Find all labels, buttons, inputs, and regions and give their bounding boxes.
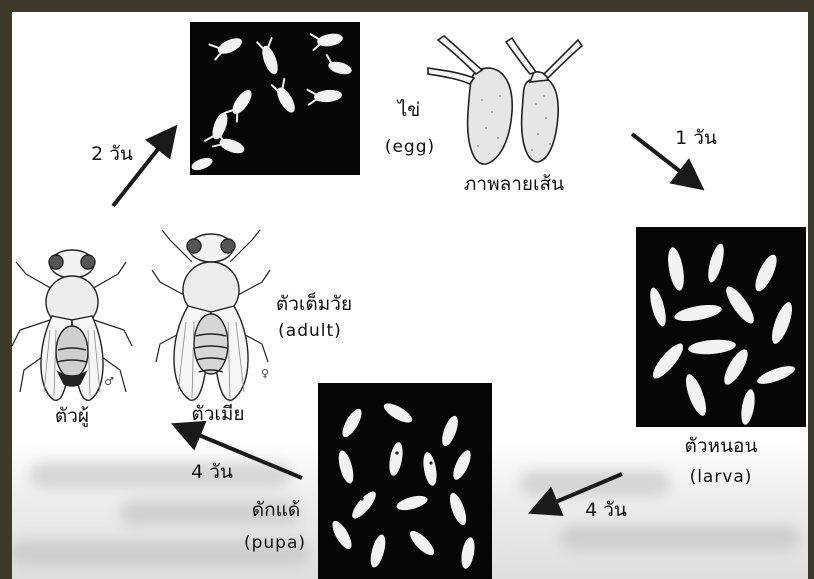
pupa-specimens — [318, 383, 492, 579]
male-symbol-icon: ♂ — [102, 376, 116, 389]
female-label: ตัวเมีย — [170, 404, 266, 426]
egg-photo — [190, 22, 360, 175]
pupa-photo — [318, 383, 492, 579]
female-symbol-icon: ♀ — [258, 368, 272, 381]
adult-label-en: (adult) — [262, 322, 358, 342]
background-streak — [30, 462, 290, 488]
duration-egg-to-larva: 1 วัน — [664, 128, 728, 150]
male-label: ตัวผู้ — [36, 406, 108, 428]
background-streak — [560, 525, 800, 551]
adult-label-th: ตัวเต็มวัย — [262, 294, 366, 316]
pupa-label-th: ดักแด้ — [236, 500, 316, 522]
larva-label-th: ตัวหนอน — [668, 436, 774, 458]
pupa-label-en: (pupa) — [230, 534, 320, 554]
egg-label-th: ไข่ — [394, 100, 424, 122]
larva-label-en: (larva) — [676, 468, 766, 488]
egg-specimens — [190, 22, 360, 175]
larva-photo — [636, 227, 806, 427]
duration-larva-to-pupa: 4 วัน — [574, 500, 638, 522]
background-streak — [520, 470, 670, 496]
duration-adult-to-egg: 2 วัน — [80, 144, 144, 166]
line-drawing-label: ภาพลายเส้น — [446, 174, 582, 196]
egg-label-en: (egg) — [374, 138, 446, 158]
female-fly-drawing — [152, 230, 270, 400]
duration-pupa-to-adult: 4 วัน — [180, 462, 244, 484]
larva-specimens — [636, 227, 806, 427]
